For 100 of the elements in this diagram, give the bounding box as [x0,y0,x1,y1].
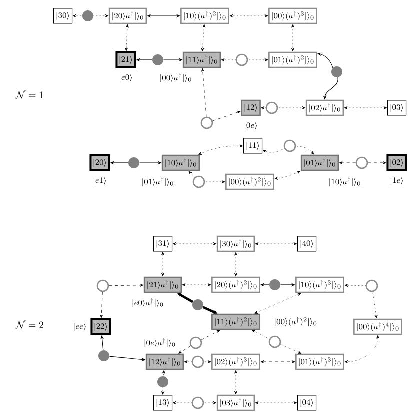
state-label: $|10\rangle a^\dagger|\rangle_0$ [330,177,360,186]
arrow [368,162,386,164]
dot [158,376,168,388]
arrow [261,106,266,110]
arrow [234,370,238,395]
arrow [198,144,244,155]
state-box: $|30\rangle$ [53,8,73,24]
state-label: $|0e\rangle$ [245,122,257,130]
arrow [344,106,388,110]
state-label: $|e0\rangle a^\dagger|\rangle_0$ [132,298,164,308]
dot [270,280,280,290]
state-box: $|01\rangle (a^\dagger)^2|\rangle_0$ [268,52,318,68]
arrow [172,242,217,246]
state-label: $|e0\rangle$ [120,74,132,82]
state-box: $|20\rangle$ [90,154,110,172]
arrow [108,284,144,287]
state-box: $|03\rangle$ [387,100,407,116]
state-box: $|40\rangle$ [297,236,317,252]
arrow [201,24,206,52]
arrow [280,344,302,354]
arrow [260,360,296,364]
arrow [178,346,191,354]
arrow [201,68,207,118]
dot [98,350,110,362]
arrow [234,252,238,277]
open-circle [356,156,368,170]
open-circle [236,54,248,66]
arrow [230,14,268,18]
arrow [372,292,378,319]
open-circle [190,336,202,350]
state-box: $|00\rangle (a^\dagger)^3|\rangle_0$ [268,8,318,24]
open-circle [268,336,282,348]
arrow [72,14,82,18]
state-box: $|20\rangle (a^\dagger)^2|\rangle_0$ [212,276,260,294]
arrow [188,171,195,178]
state-box: $|13\rangle$ [153,395,173,411]
arrow [344,284,366,288]
dot [152,54,164,66]
state-box: $|11\rangle$ [243,138,263,154]
arrow [94,14,109,18]
arrow [162,252,164,277]
arrow [292,24,294,52]
arrow [278,106,306,110]
state-label: $|1e\rangle$ [391,177,403,185]
state-box: $|11\rangle (a^\dagger)^2|\rangle_0$ [212,314,260,330]
state-label: $|01\rangle a^\dagger|\rangle_0$ [142,177,174,186]
arrow [344,335,380,364]
dot [332,66,342,78]
arrow [204,360,212,364]
open-circle [200,116,214,130]
state-label: $|ee\rangle$ [74,323,86,331]
arrow [162,370,166,377]
dot [192,300,204,310]
open-circle [96,280,110,292]
arrow [252,330,270,340]
arrow [184,360,192,364]
state-box: $|00\rangle (a^\dagger)^2|\rangle_0$ [226,174,274,190]
state-box: $|22\rangle$ [90,318,112,336]
dot [128,158,140,168]
state-box: $|04\rangle$ [297,395,317,411]
state-box: $|02\rangle$ [386,154,408,172]
open-circle [192,356,204,368]
arrow [212,111,241,122]
arrow [201,330,220,340]
arrow [221,58,236,62]
arrow [255,242,298,246]
state-box: $|12\rangle a^\dagger|\rangle_0$ [146,354,184,370]
state-box: $|20\rangle a^\dagger|\rangle_0$ [108,8,148,24]
arrow [182,284,212,286]
arrow [204,180,226,184]
arrow [274,171,301,180]
arrow [248,58,268,62]
arrow [162,388,164,395]
arrow [255,402,298,404]
open-circle [266,102,278,114]
state-box: $|31\rangle$ [153,236,173,252]
state-label: $|00\rangle (a^\dagger)^2|\rangle_0$ [275,317,317,326]
state-box: $|01\rangle (a^\dagger)^3|\rangle_0$ [296,354,344,370]
arrow [339,162,356,164]
state-box: $|21\rangle$ [116,52,136,68]
state-box: $|10\rangle a^\dagger|\rangle_0$ [162,154,200,172]
state-box: $|21\rangle a^\dagger|\rangle_0$ [144,276,182,294]
open-circle [192,396,204,410]
state-box: $|01\rangle a^\dagger|\rangle_0$ [300,154,340,172]
dot [82,10,94,22]
arrow [204,402,217,404]
arrow [296,146,314,155]
state-label: $|0e\rangle a^\dagger|\rangle_0$ [144,338,176,348]
state-label: $|e1\rangle$ [94,177,106,185]
state-box: $|02\rangle (a^\dagger)^3|\rangle_0$ [212,354,260,370]
open-circle [284,140,296,152]
arrow [254,293,302,314]
arrow [262,148,285,154]
sector-label: $\mathcal{N}=2$ [16,320,44,329]
state-box: $|12\rangle$ [241,100,261,116]
state-box: $|10\rangle (a^\dagger)^2|\rangle_0$ [180,8,230,24]
arrow [172,402,192,404]
state-box: $|02\rangle a^\dagger|\rangle_0$ [306,100,344,116]
open-circle [366,280,378,292]
state-box: $|30\rangle a^\dagger|\rangle_0$ [216,236,256,252]
